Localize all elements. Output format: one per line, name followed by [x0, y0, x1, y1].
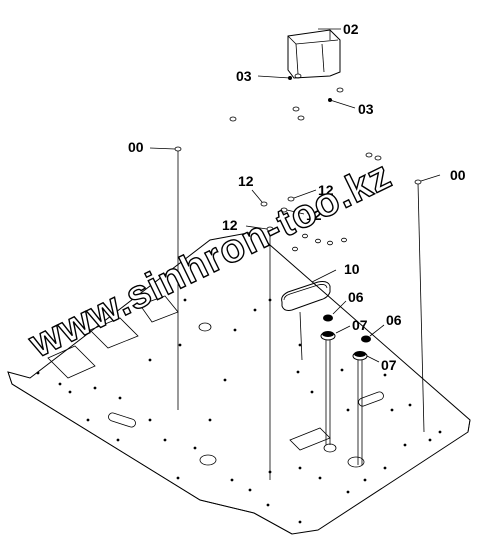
callout-07-upper: 07 — [352, 317, 368, 333]
callout-12-left: 12 — [222, 217, 238, 233]
watermark-text: www.sinhron-too.kz — [22, 153, 399, 367]
bolt-fasteners — [174, 73, 422, 252]
callout-labels: 00 00 02 03 03 12 12 12 12 10 06 07 06 0… — [128, 21, 466, 373]
callout-06-upper: 06 — [348, 289, 364, 305]
callout-00-left: 00 — [128, 139, 144, 155]
stud-rods — [177, 150, 425, 480]
callout-12-upper-left: 12 — [238, 173, 254, 189]
callout-02: 02 — [343, 21, 359, 37]
callout-00-right: 00 — [450, 167, 466, 183]
callout-07-lower: 07 — [381, 357, 397, 373]
callout-03-left: 03 — [236, 68, 252, 84]
callout-03-right: 03 — [358, 101, 374, 117]
callout-06-lower: 06 — [386, 312, 402, 328]
callout-10: 10 — [344, 261, 360, 277]
floor-plate — [7, 231, 471, 535]
callout-12-upper-right: 12 — [318, 182, 334, 198]
rubber-pad — [281, 281, 331, 311]
leader-lines — [149, 28, 441, 363]
box-bracket — [287, 29, 341, 79]
callout-12-lower-right: 12 — [306, 207, 322, 223]
